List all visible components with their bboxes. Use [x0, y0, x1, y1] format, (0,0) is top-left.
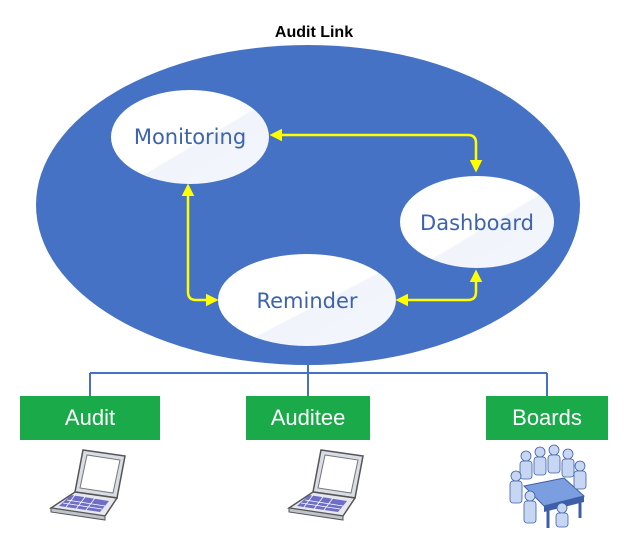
- node-monitoring-label: Monitoring: [134, 125, 246, 149]
- diagram-title: Audit Link: [274, 24, 354, 41]
- arrow-monitoring-dashboard: [269, 128, 483, 173]
- laptop-icon: [286, 449, 364, 521]
- arrow-monitoring-reminder: [181, 183, 219, 307]
- node-monitoring: Monitoring: [111, 90, 269, 184]
- node-dashboard: Dashboard: [400, 176, 554, 268]
- arrow-reminder-dashboard: [395, 269, 483, 307]
- meeting-group-icon: [509, 444, 587, 528]
- box-audit: Audit: [20, 396, 160, 440]
- node-reminder-label: Reminder: [256, 289, 357, 313]
- connector-lines: [89, 362, 548, 396]
- box-auditee: Auditee: [246, 396, 370, 440]
- box-boards: Boards: [486, 396, 608, 440]
- node-reminder: Reminder: [218, 254, 396, 346]
- laptop-icon: [48, 449, 126, 521]
- node-dashboard-label: Dashboard: [420, 211, 534, 235]
- flow-arrows: [181, 128, 483, 307]
